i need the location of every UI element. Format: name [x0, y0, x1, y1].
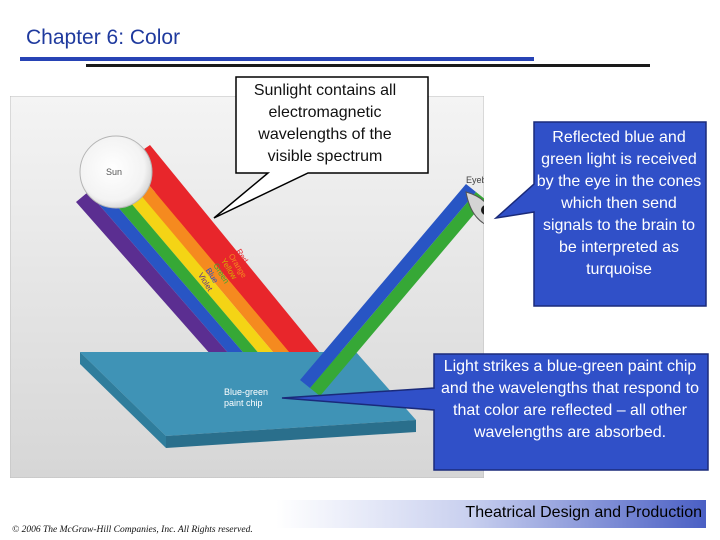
- chip-side: [80, 352, 166, 448]
- eyeball-label: Eyeball: [466, 175, 484, 185]
- callout-sunlight-shape: [213, 76, 429, 219]
- stripe-green: [98, 176, 301, 409]
- chip-label-line2: paint chip: [224, 398, 263, 408]
- sun-label: Sun: [106, 167, 122, 177]
- reflected-beam: [300, 184, 484, 396]
- slide-title: Chapter 6: Color: [26, 26, 181, 49]
- reflected-green: [310, 192, 484, 396]
- chip-front: [166, 420, 416, 448]
- title-rule-shadow: [86, 64, 650, 67]
- stripe-orange: [118, 160, 320, 396]
- chip-label-line1: Blue-green: [224, 387, 268, 397]
- eyeball: Eyeball: [465, 175, 484, 225]
- footer-copyright: © 2006 The McGraw-Hill Companies, Inc. A…: [12, 525, 253, 535]
- callout-reflected-shape: [493, 121, 707, 307]
- footer-gradient-bar: [276, 500, 706, 528]
- callout-chip-shape: [281, 353, 709, 471]
- sun: [79, 135, 153, 209]
- eyeball-pupil: [481, 205, 484, 215]
- reflected-blue: [300, 184, 476, 388]
- stripe-red: [128, 145, 338, 389]
- callout-sunlight-text: Sunlight contains all electromagnetic wa…: [253, 82, 397, 165]
- stripe-yellow: [108, 168, 310, 403]
- callout-chip-text: Light strikes a blue-green paint chip an…: [441, 358, 699, 441]
- title-rule: [20, 57, 534, 61]
- eyeball-shape: [465, 191, 484, 225]
- callout-reflected-text: Reflected blue and green light is receiv…: [536, 129, 702, 278]
- footer-course-title: Theatrical Design and Production: [465, 504, 702, 521]
